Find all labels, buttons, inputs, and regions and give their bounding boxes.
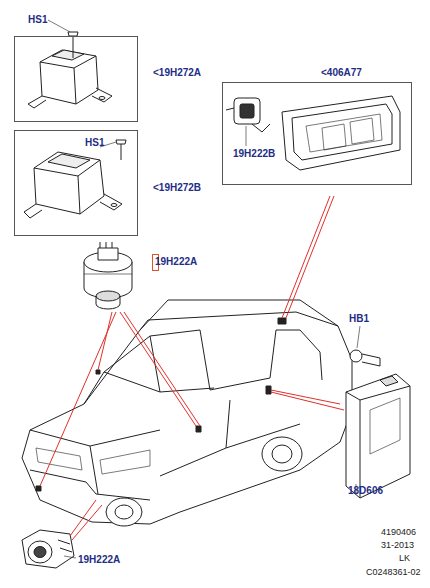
- bracket-19h272a: [28, 20, 112, 108]
- bracket-19h272b: [24, 140, 126, 218]
- vehicle-outline: [22, 300, 352, 526]
- part-reference: <19H272B: [153, 183, 201, 193]
- bolt: [350, 326, 380, 366]
- part-number: 19H222B: [233, 149, 275, 159]
- leader-lines: [40, 196, 344, 540]
- part-number: 19H222A: [155, 257, 156, 267]
- detail-panel: HS1<19H272B: [14, 130, 138, 236]
- label-leaders: [64, 484, 356, 558]
- part-number: HS1: [28, 15, 47, 25]
- part-number: 19H222A: [78, 555, 120, 565]
- front-sensor: [22, 530, 74, 568]
- part-number: 18D606: [348, 486, 383, 496]
- drawing-reference: 4190406: [381, 528, 416, 537]
- part-reference: <19H272A: [153, 68, 201, 78]
- detail-panel: <406A7719H222B: [222, 82, 412, 185]
- headlining-tray: [226, 96, 400, 170]
- part-number: HS1: [85, 138, 104, 148]
- drawing-reference: 31-2013: [381, 541, 414, 550]
- detail-panel: HS1<19H272A: [14, 36, 138, 122]
- drawing-reference: LK: [399, 554, 410, 563]
- part-reference: <406A77: [321, 68, 362, 78]
- parking-sensor: [84, 242, 132, 309]
- highlight-box: 19H222A: [152, 254, 159, 271]
- drawing-reference: C0248361-02: [366, 568, 421, 577]
- part-number: HB1: [349, 314, 369, 324]
- control-module: [346, 374, 410, 498]
